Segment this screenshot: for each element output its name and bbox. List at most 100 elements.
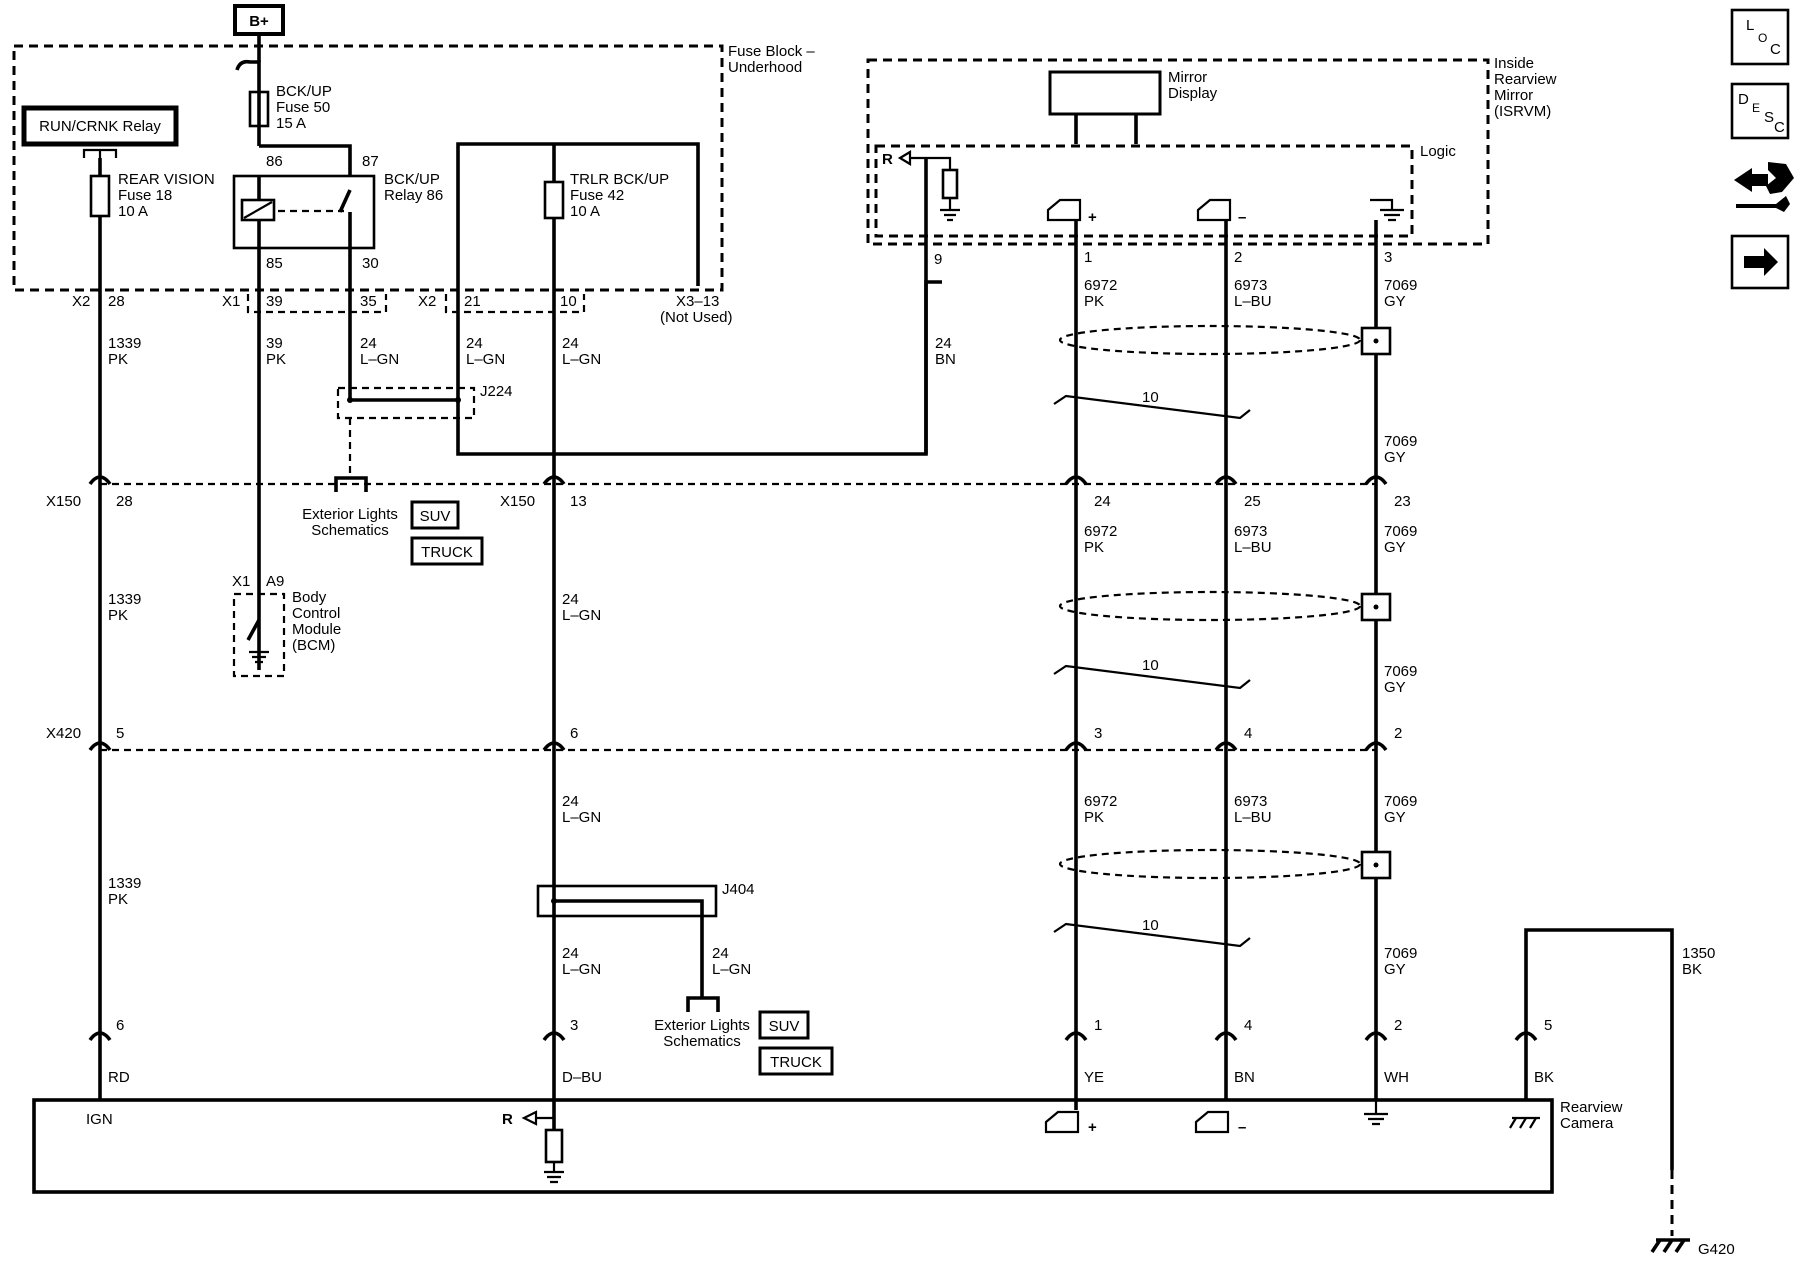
arrow-right-button[interactable] [1730,234,1790,290]
connector-wrench-icon[interactable] [1734,162,1794,212]
fuse-block-label-1: Fuse Block – [728,43,815,60]
relay-86-line-2: Relay 86 [384,187,443,204]
wire-24-bn-num: 24 [935,335,952,352]
ext-lights-1-suv-label: SUV [420,508,451,525]
camera-plus: + [1088,1119,1097,1136]
wire-1350-color: BK [1682,961,1702,978]
camera-pin-3: 3 [570,1017,578,1034]
ext-lights-1-truck-label: TRUCK [421,544,473,561]
ext-lights-1-suv-button[interactable] [410,500,460,530]
mirror-label-1: Inside [1494,55,1534,72]
rearview-camera-box [32,1098,1554,1194]
wire-7069-color-2: GY [1384,449,1406,466]
x420-label: X420 [46,725,81,742]
fuse-18-symbol [89,174,111,218]
twist-label-3: 10 [1142,917,1159,934]
wire-24-bn-color: BN [935,351,956,368]
wire-6972-num-2: 6972 [1084,523,1117,540]
wire-24-relay-num: 24 [360,335,377,352]
twist-label-2: 10 [1142,657,1159,674]
fuse-50-line-1: BCK/UP [276,83,332,100]
logic-label: Logic [1420,143,1456,160]
twist-label-1: 10 [1142,389,1159,406]
arrow-right-icon [1744,248,1778,276]
desc-letter-d: D [1738,91,1749,108]
wire-24-lgn-num-2: 24 [562,591,579,608]
fuse-42-line-2: Fuse 42 [570,187,624,204]
ext-lights-2-line-2: Schematics [663,1033,741,1050]
mirror-minus: – [1238,209,1246,226]
mirror-pin-1: 1 [1084,249,1092,266]
ext-lights-2-line-1: Exterior Lights [654,1017,750,1034]
mirror-r-label: R [882,151,893,168]
j404-splice-box [536,884,718,918]
ground-label: G420 [1698,1241,1735,1258]
camera-pin-6: 6 [116,1017,124,1034]
wire-6973-color-1: L–BU [1234,293,1272,310]
wire-6973-num-1: 6973 [1234,277,1267,294]
wire-7069-color-5: GY [1384,809,1406,826]
fuse-42-line-1: TRLR BCK/UP [570,171,669,188]
conn-x3-13-note: (Not Used) [660,309,733,326]
fuse-42-symbol [543,180,565,220]
wire-6973-color-2: L–BU [1234,539,1272,556]
wire-7069-num-4: 7069 [1384,663,1417,680]
fuse-18-line-3: 10 A [118,203,148,220]
x150-pin-25: 25 [1244,493,1261,510]
run-crnk-relay-label: RUN/CRNK Relay [39,118,161,135]
desc-button[interactable]: D E S C [1730,82,1790,140]
wire-24-x2-num: 24 [466,335,483,352]
wire-6973-color-3: L–BU [1234,809,1272,826]
wire-6972-num-1: 6972 [1084,277,1117,294]
camera-color-ye: YE [1084,1069,1104,1086]
x150-label-1: X150 [46,493,81,510]
wire-24-fuse42-color: L–GN [562,351,601,368]
conn-x2-a-pin: 28 [108,293,125,310]
mirror-label-2: Rearview [1494,71,1557,88]
conn-x1-pin-2: 35 [360,293,377,310]
camera-pin-2: 2 [1394,1017,1402,1034]
ext-lights-1-truck-button[interactable] [410,536,484,566]
conn-x1: X1 [222,293,240,310]
wire-6973-num-2: 6973 [1234,523,1267,540]
mirror-label-4: (ISRVM) [1494,103,1551,120]
relay-pin-87: 87 [362,153,379,170]
relay-86-line-1: BCK/UP [384,171,440,188]
loc-letter-o: O [1758,31,1767,45]
loc-button[interactable]: L O C [1730,8,1790,66]
wire-24-x2-color: L–GN [466,351,505,368]
wire-24-lgn-num-3: 24 [562,793,579,810]
relay-pin-85: 85 [266,255,283,272]
desc-letter-c: C [1774,119,1785,136]
x150-pin-24: 24 [1094,493,1111,510]
camera-video-plus-icon [1044,1110,1080,1134]
wire-6972-color-3: PK [1084,809,1104,826]
bcm-conn: X1 [232,573,250,590]
x150-pin-23: 23 [1394,493,1411,510]
video-plus-icon [1046,198,1082,222]
camera-pin-4: 4 [1244,1017,1252,1034]
wire-7069-num-3: 7069 [1384,523,1417,540]
ext-lights-2-suv-button[interactable] [758,1010,810,1040]
mirror-label-3: Mirror [1494,87,1533,104]
loc-letter-c: C [1770,41,1781,58]
wire-24-lgn-num-4: 24 [562,945,579,962]
wire-7069-num-2: 7069 [1384,433,1417,450]
ext-lights-2-truck-button[interactable] [758,1046,834,1076]
mirror-pin-3: 3 [1384,249,1392,266]
ext-lights-2-truck-label: TRUCK [770,1054,822,1071]
camera-label-1: Rearview [1560,1099,1623,1116]
conn-x2-b-pin-2: 10 [560,293,577,310]
camera-pin-5: 5 [1544,1017,1552,1034]
camera-connector [88,1031,1538,1042]
x150-label-2: X150 [500,493,535,510]
x420-pin-4: 4 [1244,725,1252,742]
wire-24-lgn-color-5: L–GN [712,961,751,978]
wire-6972-color-1: PK [1084,293,1104,310]
battery-label: B+ [249,13,269,30]
fuse-50-line-2: Fuse 50 [276,99,330,116]
logic-outline [874,144,1414,238]
conn-x1-pin-1: 39 [266,293,283,310]
camera-ign-label: IGN [86,1111,113,1128]
conn-x2-b-pin-1: 21 [464,293,481,310]
